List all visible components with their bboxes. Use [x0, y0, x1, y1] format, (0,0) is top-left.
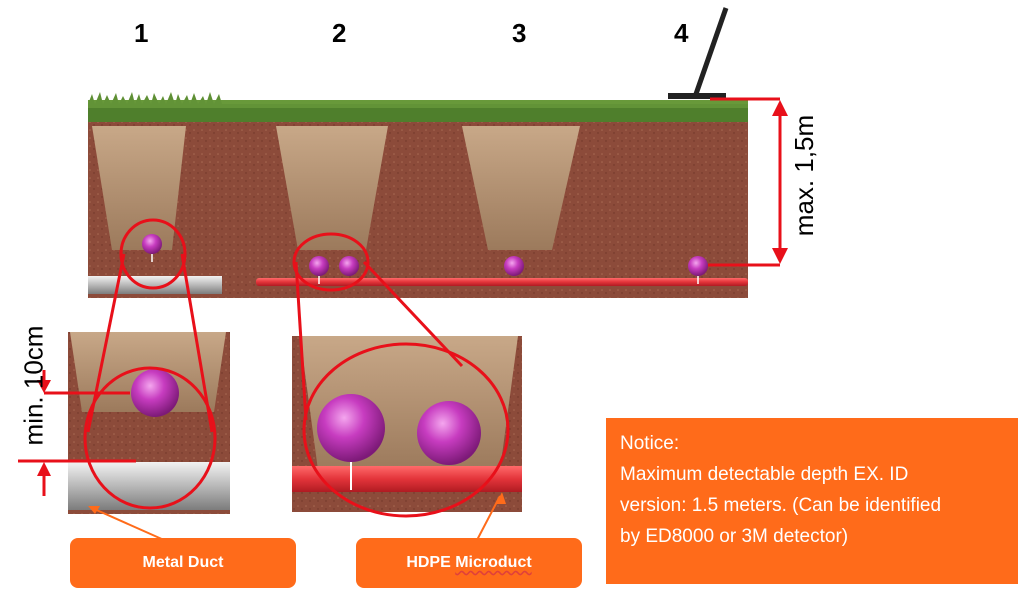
zoom-circle-2 [302, 342, 510, 518]
highlight-circle-1 [119, 218, 187, 290]
soil-block [88, 118, 748, 298]
trench-1 [92, 126, 186, 250]
notice-title: Notice: [620, 433, 680, 454]
notice-line-1: Maximum detectable depth EX. ID [620, 464, 909, 485]
max-depth-label: max. 1,5m [789, 114, 820, 237]
hdpe-label-word: Microduct [455, 554, 532, 571]
marker-ball-2b [339, 256, 359, 276]
marker-ball-1 [142, 234, 162, 254]
marker-ball-3 [504, 256, 524, 276]
highlight-circle-2 [292, 232, 370, 292]
hdpe-microduct [256, 278, 748, 286]
column-number-3: 3 [512, 18, 527, 48]
column-number-1: 1 [134, 18, 149, 48]
notice-line-3: by ED8000 or 3M detector) [620, 526, 849, 547]
notice-line-2: version: 1.5 meters. (Can be identified [620, 495, 942, 516]
min-depth-label: min. 10cm [18, 325, 49, 446]
column-number-2: 2 [332, 18, 347, 48]
detector-head [668, 93, 726, 99]
metal-duct-label-text: Metal Duct [142, 554, 224, 571]
hdpe-microduct-label: HDPE Microduct [356, 538, 582, 588]
trench-2 [276, 126, 388, 250]
column-number-4: 4 [674, 18, 689, 48]
zoom-panel-2 [292, 336, 522, 512]
metal-duct [88, 276, 222, 294]
metal-duct-label: Metal Duct [70, 538, 296, 588]
detector-shaft [693, 7, 729, 95]
hdpe-label-prefix: HDPE [406, 554, 456, 571]
marker-ball-2a [309, 256, 329, 276]
trench-3 [462, 126, 580, 250]
zoom-panel-1 [68, 332, 230, 514]
marker-ball-4 [688, 256, 708, 276]
zoom-circle-1 [83, 366, 217, 510]
notice-box: Notice: Maximum detectable depth EX. ID … [606, 418, 1018, 584]
